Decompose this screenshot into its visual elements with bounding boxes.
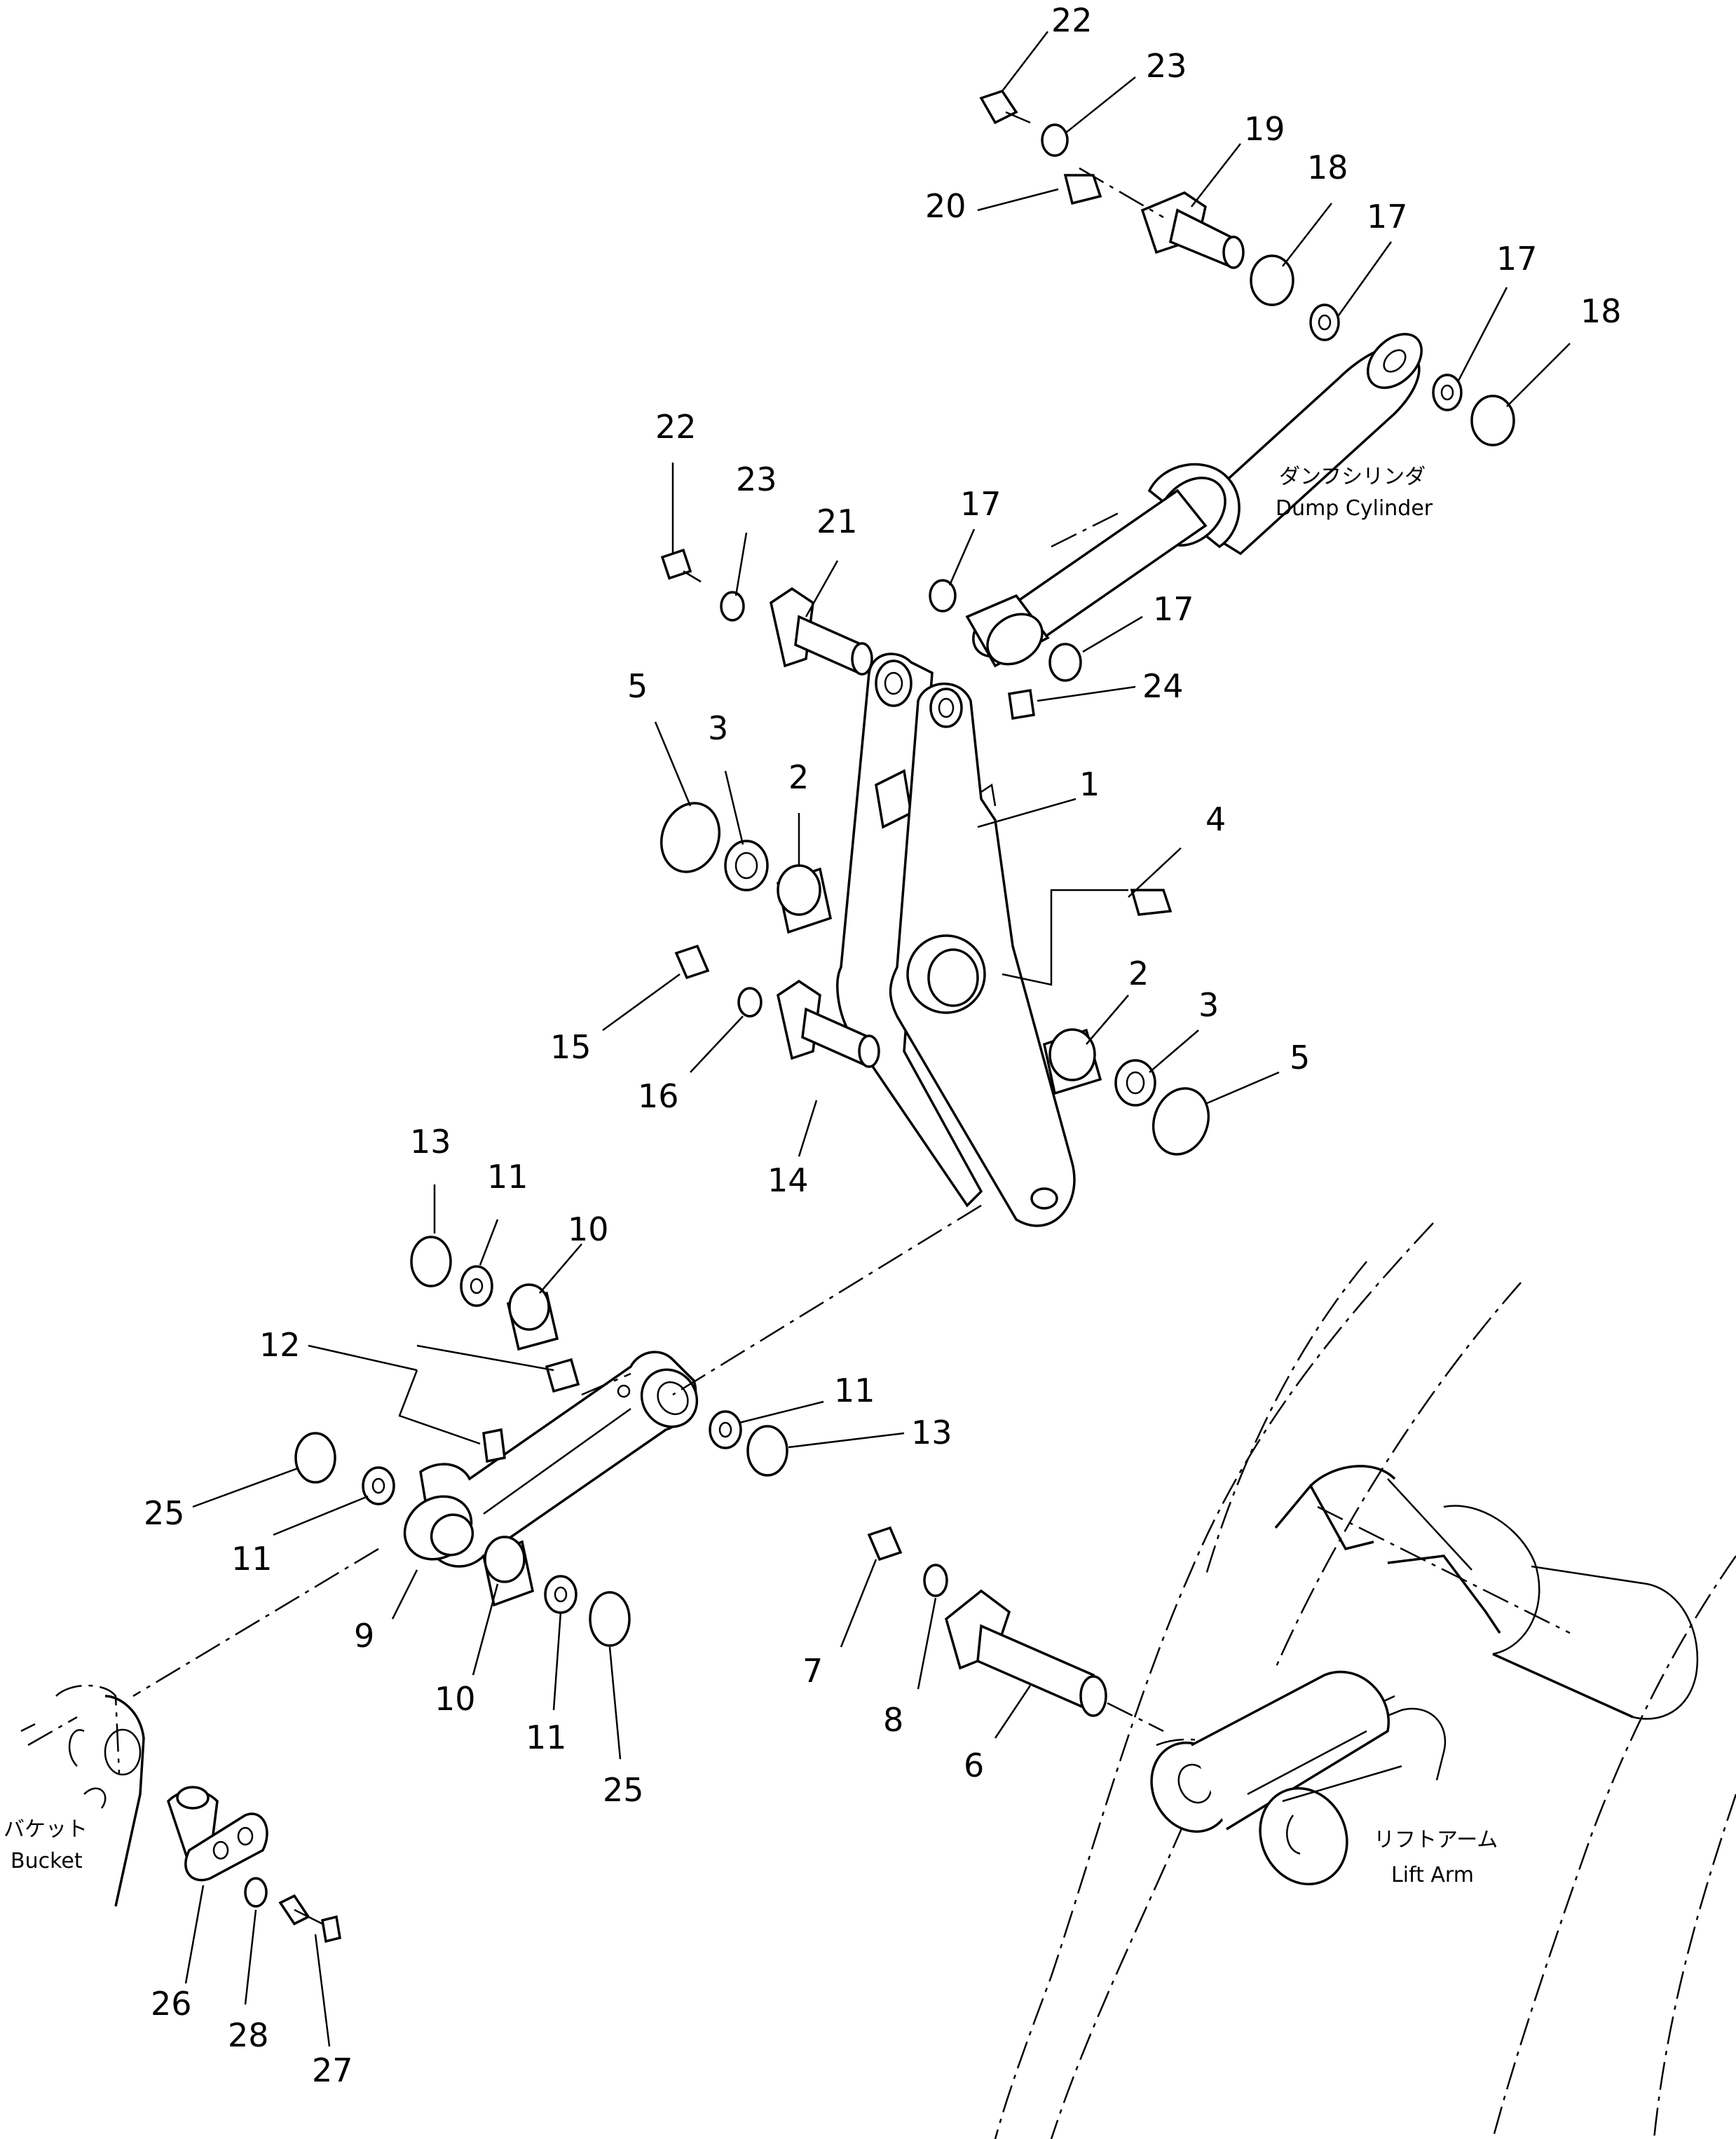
callout-23-lower: 23 [736, 460, 777, 498]
callout-17-mid: 17 [960, 485, 1002, 523]
dump-cylinder [965, 333, 1423, 668]
callout-25-lower: 25 [603, 1771, 644, 1809]
callout-10-upper: 10 [568, 1210, 609, 1248]
bucket-label-en: Bucket [11, 1849, 83, 1873]
callout-11-lower: 11 [526, 1718, 567, 1756]
callout-5-upper: 5 [627, 667, 648, 705]
dump-cylinder-label-jp: ダンフシリンダ [1279, 465, 1426, 489]
callout-11-upper: 11 [487, 1158, 528, 1196]
callout-22-top: 22 [1051, 1, 1093, 39]
callout-13-right: 13 [911, 1414, 952, 1451]
small-parts [166, 89, 1515, 1943]
callout-2-upper: 2 [788, 758, 809, 796]
callout-9: 9 [354, 1617, 374, 1655]
lift-arm-label-en: Lift Arm [1391, 1863, 1474, 1887]
dump-cylinder-label-en: Dump Cylinder [1276, 496, 1433, 521]
callout-25-left: 25 [144, 1494, 185, 1532]
leader-lines [184, 31, 1571, 2047]
callout-26: 26 [151, 1985, 192, 2023]
callout-27: 27 [312, 2051, 353, 2089]
callout-5-lower: 5 [1290, 1039, 1310, 1077]
callout-1: 1 [1079, 765, 1100, 803]
callout-6: 6 [964, 1747, 984, 1784]
callout-16: 16 [638, 1077, 679, 1115]
lift-arm-outline [994, 1222, 1736, 2139]
callout-17-rod: 17 [1153, 590, 1194, 628]
callout-4: 4 [1205, 800, 1226, 838]
callout-8: 8 [883, 1701, 903, 1739]
callout-3-upper: 3 [708, 709, 728, 747]
callout-23-top: 23 [1146, 47, 1187, 85]
callout-11-left: 11 [231, 1540, 273, 1578]
lift-arm-label-jp: リフトアーム [1374, 1828, 1498, 1852]
callout-18-right: 18 [1580, 292, 1622, 330]
callout-numbers: 1 2 2 3 3 4 5 5 6 7 8 9 10 10 11 11 11 1… [144, 1, 1622, 2089]
callout-19: 19 [1244, 110, 1285, 148]
bucket-bracket [20, 1684, 145, 1907]
component-labels: ダンフシリンダ Dump Cylinder リフトアーム Lift Arm バケ… [4, 465, 1498, 1887]
assembly-lines [132, 167, 1164, 1733]
callout-13-upper: 13 [410, 1123, 451, 1161]
callout-17-right: 17 [1496, 240, 1538, 278]
callout-22-lower: 22 [655, 408, 697, 446]
callout-21: 21 [816, 503, 858, 540]
callout-14: 14 [767, 1161, 809, 1199]
callout-7: 7 [802, 1652, 823, 1690]
callout-15: 15 [550, 1028, 592, 1066]
callout-28: 28 [228, 2016, 269, 2054]
callout-12: 12 [259, 1326, 301, 1364]
callout-20: 20 [925, 187, 966, 225]
callout-18-top: 18 [1307, 149, 1348, 186]
callout-17-top: 17 [1367, 198, 1408, 235]
bell-crank [836, 652, 1076, 1227]
callout-3-lower: 3 [1198, 986, 1219, 1024]
callout-24: 24 [1142, 667, 1184, 705]
callout-10-lower: 10 [435, 1680, 476, 1718]
callout-2-lower: 2 [1128, 955, 1149, 992]
dump-link [403, 1351, 699, 1568]
bucket-label-jp: バケット [4, 1817, 88, 1842]
callout-11-right: 11 [834, 1372, 875, 1409]
